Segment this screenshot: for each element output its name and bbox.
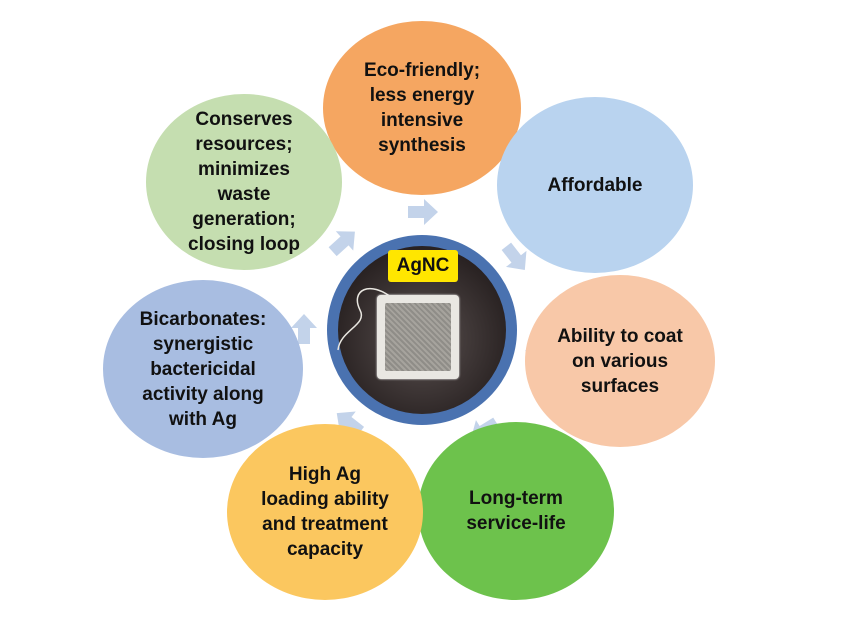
bubble-conserves-resources-label: Conserves resources; minimizes waste gen…	[188, 109, 300, 255]
bubble-high-ag-loading-label: High Ag loading ability and treatment ca…	[261, 464, 389, 560]
arrow-upper-left	[328, 231, 355, 257]
agnc-tag: AgNC	[388, 250, 458, 282]
bubble-affordable-label: Affordable	[547, 174, 643, 196]
teabag-filter	[385, 303, 451, 371]
arrow-up	[408, 199, 438, 225]
arrow-left	[291, 314, 317, 344]
agnc-label: AgNC	[396, 255, 450, 276]
bubble-affordable: Affordable	[497, 97, 693, 273]
bubble-eco-friendly-label: Eco-friendly; less energy intensive synt…	[363, 60, 481, 156]
bubble-coat-surfaces: Ability to coat on various surfaces	[525, 275, 715, 447]
bubble-conserves-resources: Conserves resources; minimizes waste gen…	[146, 94, 342, 270]
bubble-high-ag-loading: High Ag loading ability and treatment ca…	[227, 424, 423, 600]
bubble-eco-friendly: Eco-friendly; less energy intensive synt…	[323, 21, 521, 195]
teabag-string	[337, 287, 393, 351]
bubble-bicarbonates: Bicarbonates: synergistic bactericidal a…	[103, 280, 303, 458]
bubble-service-life: Long-term service-life	[418, 422, 614, 600]
teabag-image	[377, 295, 459, 379]
bubble-bicarbonates-label: Bicarbonates: synergistic bactericidal a…	[139, 308, 267, 430]
arrow-upper-right	[501, 242, 527, 270]
bubble-service-life-label: Long-term service-life	[466, 488, 566, 534]
bubble-coat-surfaces-label: Ability to coat on various surfaces	[557, 325, 683, 397]
